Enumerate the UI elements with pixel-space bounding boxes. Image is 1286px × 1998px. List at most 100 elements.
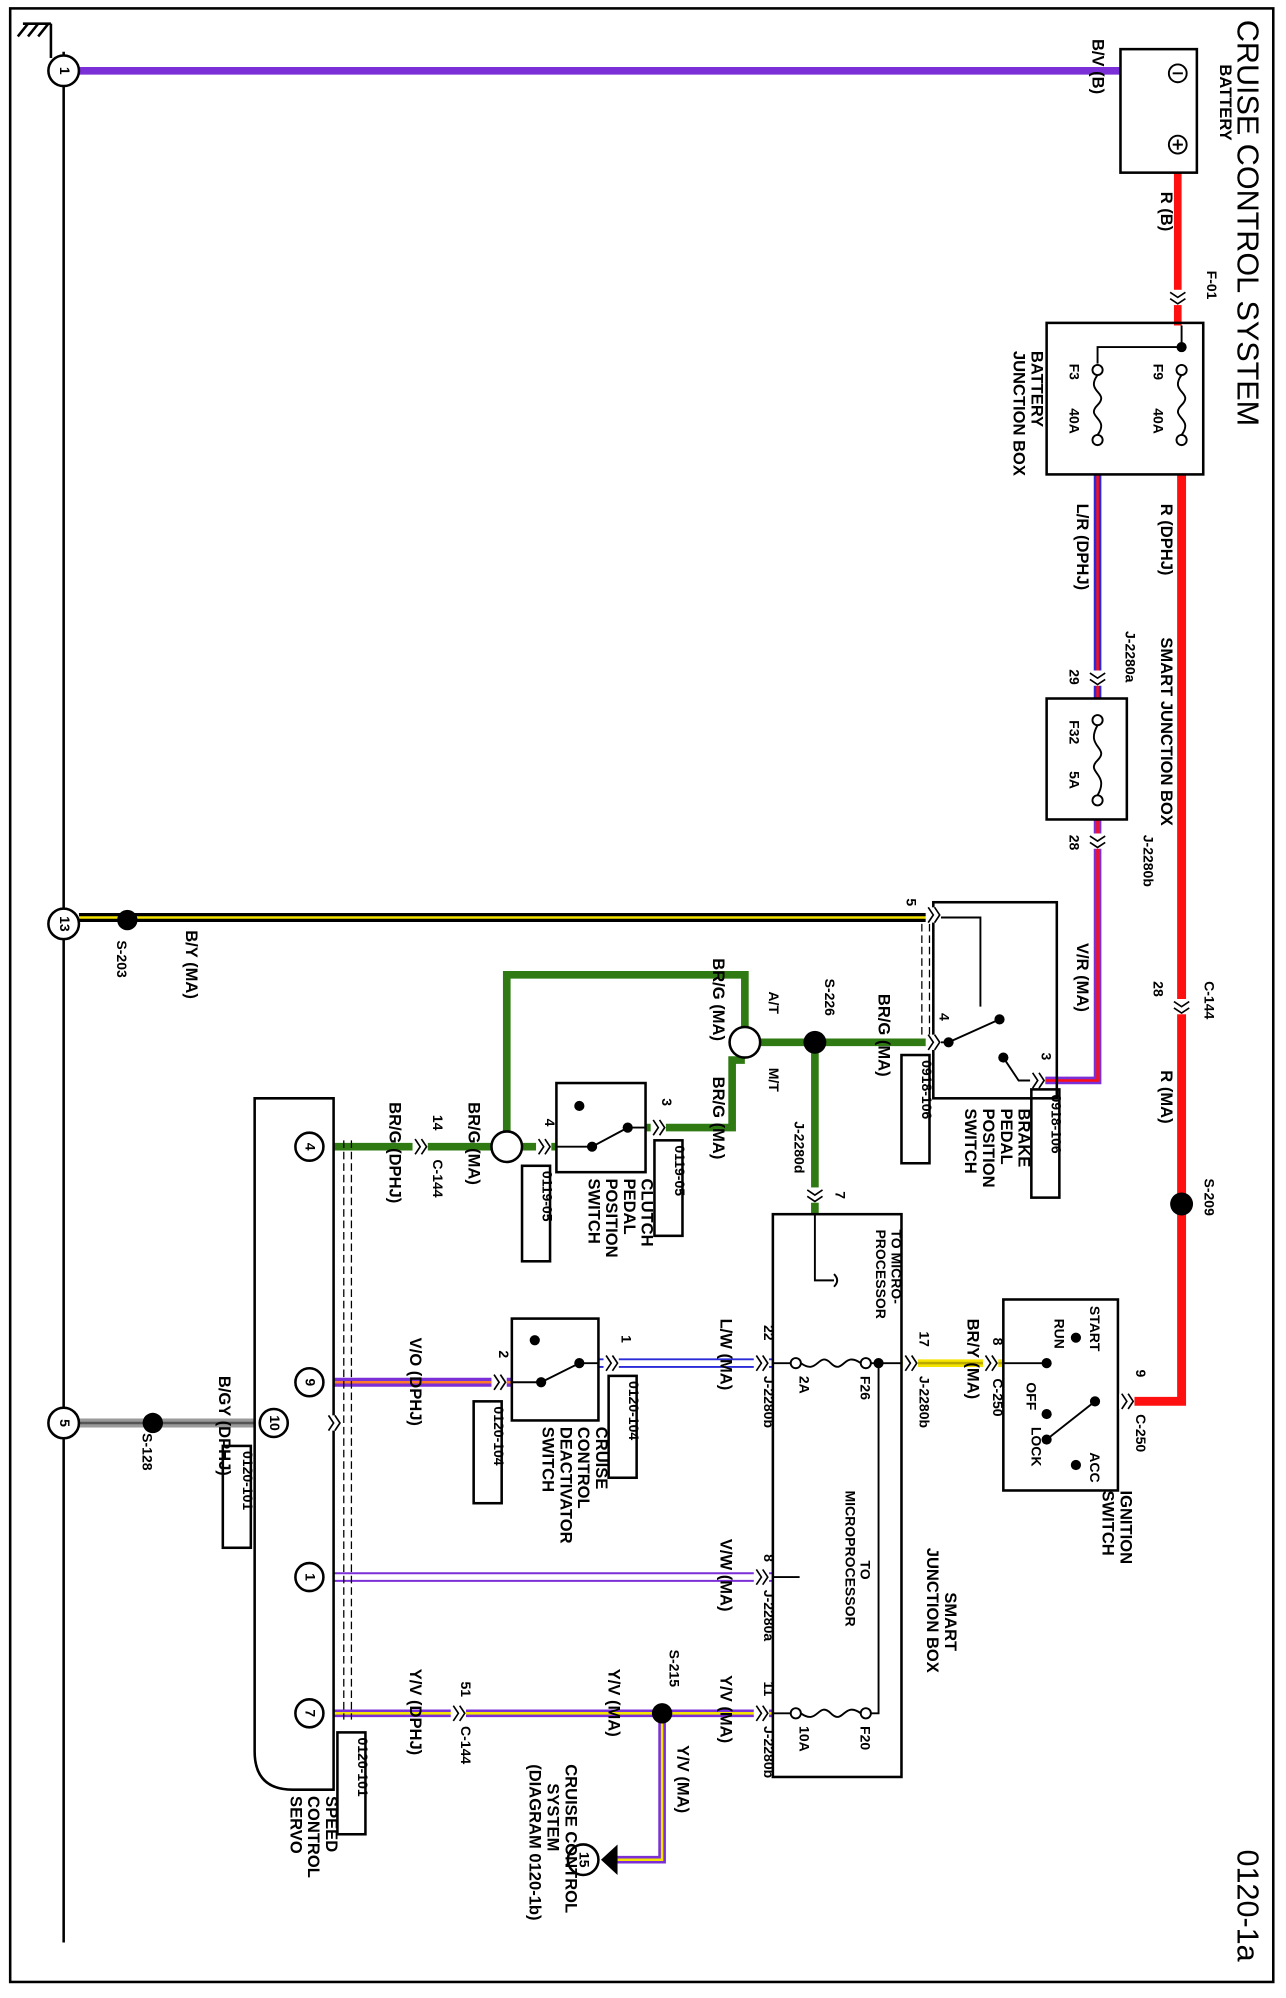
label: V/O (DPHJ) [406,1338,425,1426]
label: 5 [904,898,920,906]
label: OFF [1023,1382,1039,1410]
wire-y-v-branch [617,1713,666,1864]
splice-dot [574,1100,585,1112]
brake-pedal-position-switch [932,900,1059,1100]
label: CONTROL [304,1796,323,1878]
label: ACC [1087,1452,1103,1482]
connector-icon [753,1705,770,1722]
connector-icon [925,906,941,924]
label: J-2280a [1123,631,1139,683]
label: SPEED [322,1796,341,1852]
label: 40A [1151,408,1167,434]
label: F20 [858,1726,874,1750]
label: L/R (DPHJ) [1073,504,1092,590]
reference-box [900,1053,931,1165]
label: TO [858,1561,874,1580]
label: S-128 [140,1433,156,1471]
fuse-f20 [789,1707,872,1720]
label: A/T [766,991,782,1014]
label: BR/G (MA) [709,1077,728,1160]
splice-dot [586,1141,598,1152]
label: 10A [797,1726,813,1752]
label: POSITION [979,1109,998,1188]
label: J-2280b [1140,835,1156,887]
label: (DIAGRAM 0120-1b) [526,1764,545,1920]
ground-node-number: 5 [57,1419,73,1427]
label: DEACTIVATOR [556,1427,575,1544]
speed-control-servo [253,1097,335,1791]
switch-contact [556,1126,646,1148]
label: F9 [1151,364,1167,381]
splice-dot [873,1358,884,1369]
reference-label: 0119-05 [672,1145,688,1196]
label: 7 [832,1191,848,1199]
label: 28 [1067,835,1083,851]
label: 29 [1067,669,1083,685]
wire-br-g-at [502,970,749,1132]
ground-node [47,907,81,941]
splice-dot [1070,1332,1082,1343]
splice-dot [1041,1434,1052,1445]
label: B/V (B) [1088,39,1107,94]
switch-contact [511,1362,599,1384]
smart-junction-box-f32 [1045,697,1129,821]
at-mt-junction [728,1025,762,1059]
label: TO MICRO- [888,1229,904,1304]
reference-label: 0120-101 [240,1451,256,1510]
label: PEDAL [997,1109,1016,1165]
label: J-2280b [761,1726,777,1778]
fuse-f9 [1175,363,1188,447]
label: J-2280b [916,1376,932,1428]
label: IGNITION [1116,1490,1135,1564]
connector-icon [450,1705,467,1722]
label: L/W (MA) [717,1319,736,1391]
plus-icon [1172,139,1183,150]
label: J-2280d [792,1121,808,1173]
label: C-144 [458,1726,474,1764]
sjb-internal [772,1362,902,1715]
label: BR/Y (MA) [964,1319,983,1400]
connector-icon [982,1355,999,1372]
connector-icon [491,1374,507,1391]
page-title: CRUISE CONTROL SYSTEM [1231,20,1265,426]
reference-label: 0120-104 [491,1406,507,1465]
label: 4 [542,1119,558,1127]
label: SMART JUNCTION BOX [1157,637,1176,825]
label: J-2280a [761,1590,777,1642]
splice-dot [994,1014,1005,1025]
ignition-contact [1003,1362,1096,1441]
connector-icon [1030,1072,1046,1089]
label: PEDAL [620,1179,639,1235]
label: 14 [430,1115,446,1131]
ground-node-number: 1 [57,67,73,75]
label: PROCESSOR [873,1229,889,1318]
label: START [1087,1306,1103,1352]
connector-icon [1173,999,1190,1015]
servo-pin [294,1698,325,1729]
label: BATTERY [1027,351,1046,427]
label: F-01 [1204,271,1220,300]
to-microprocessor-line [813,1214,839,1288]
diagram-id: 0120-1a [1231,1850,1265,1962]
servo-pin [294,1561,325,1593]
ground-node-number: 13 [57,916,73,932]
label: R (MA) [1157,1070,1176,1123]
splice-dot [574,1358,585,1369]
label: 8 [990,1338,1006,1346]
label: 3 [659,1098,675,1106]
servo-pin-number: 9 [303,1378,319,1386]
label: MICROPROCESSOR [842,1490,858,1626]
reference-label: 0120-101 [355,1737,371,1796]
label: RUN [1051,1319,1067,1349]
splice-dot [117,909,138,931]
splice-dot [1170,1192,1194,1216]
label: SWITCH [538,1427,557,1492]
label: 5A [1067,771,1083,789]
switch-contact [933,916,1000,1044]
label: BR/G (DPHJ) [386,1102,405,1203]
label: 4 [937,1013,953,1021]
servo-pin [294,1366,325,1398]
connector-icon [902,1355,919,1372]
label: 1 [618,1335,634,1343]
